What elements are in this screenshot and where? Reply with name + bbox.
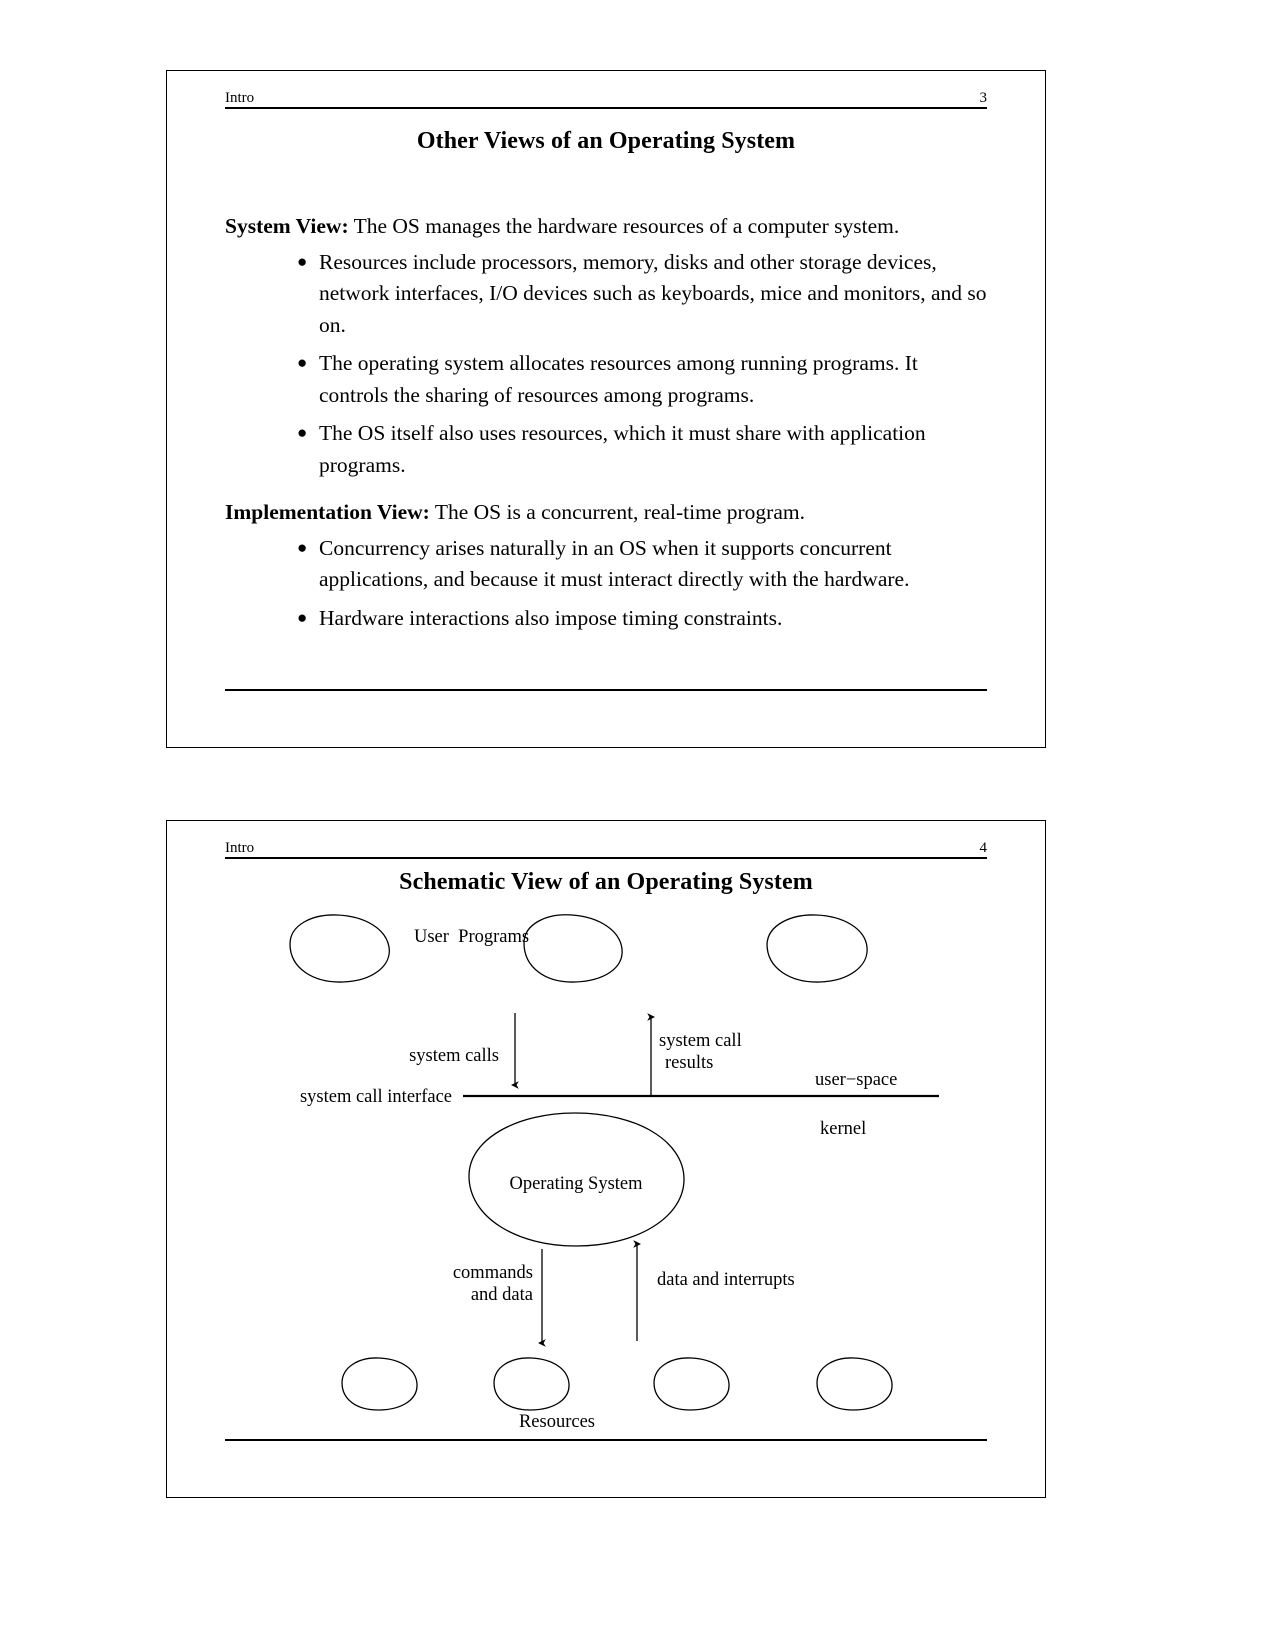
footer-rule <box>225 689 987 692</box>
bullet-dot-icon: ● <box>297 353 308 372</box>
list-item-text: Concurrency arises naturally in an OS wh… <box>319 535 910 592</box>
user-programs-label: User Programs <box>414 927 530 947</box>
header-rule <box>225 106 987 109</box>
header-page-number: 4 <box>979 840 988 856</box>
list-item-text: The operating system allocates resources… <box>319 351 918 407</box>
system-call-results-label-line2: results <box>665 1053 714 1073</box>
resource-ellipse-1 <box>341 1357 418 1411</box>
user-program-ellipse-1 <box>289 914 390 983</box>
slide-4-header: Intro 4 <box>225 835 987 859</box>
bullet-dot-icon: ● <box>297 423 308 442</box>
bullet-dot-icon: ● <box>297 537 308 557</box>
implementation-view-label: Implementation View: <box>225 500 430 524</box>
resource-ellipse-3 <box>653 1357 730 1411</box>
implementation-view-text: The OS is a concurrent, real-time progra… <box>434 500 805 524</box>
system-view-text: The OS manages the hardware resources of… <box>353 214 900 238</box>
list-item-text: The OS itself also uses resources, which… <box>319 421 926 477</box>
slide-3: Intro 3 Other Views of an Operating Syst… <box>166 70 1046 748</box>
slide-3-body: System View: The OS manages the hardware… <box>225 211 991 641</box>
slide-4: Intro 4 Schematic View of an Operating S… <box>166 820 1046 1498</box>
footer-rule <box>225 1439 987 1442</box>
system-call-interface-label: system call interface <box>299 1087 452 1107</box>
system-calls-label: system calls <box>409 1046 499 1066</box>
resources-label: Resources <box>518 1412 596 1432</box>
user-space-label: user−space <box>815 1070 898 1090</box>
system-call-results-label-line1: system call <box>659 1031 742 1051</box>
kernel-label: kernel <box>820 1119 867 1139</box>
data-and-interrupts-label: data and interrupts <box>657 1270 795 1290</box>
list-item-text: Resources include processors, memory, di… <box>319 249 987 337</box>
bullet-dot-icon: ● <box>297 251 308 271</box>
slide-3-title: Other Views of an Operating System <box>416 128 796 154</box>
slide-3-header: Intro 3 <box>225 85 987 109</box>
implementation-view-bullet-list: ● Concurrency arises naturally in an OS … <box>225 533 991 635</box>
header-rule <box>225 856 987 859</box>
system-view-label: System View: <box>225 214 349 238</box>
diagram-canvas <box>289 914 939 1411</box>
header-left-label: Intro <box>225 840 255 856</box>
user-program-ellipse-2 <box>523 914 623 983</box>
system-view-bullet-list: ● Resources include processors, memory, … <box>225 247 991 482</box>
header-page-number: 3 <box>979 90 988 106</box>
operating-system-ellipse <box>468 1112 685 1247</box>
bullet-dot-icon: ● <box>297 607 308 627</box>
resource-ellipse-2 <box>493 1357 570 1411</box>
list-item: ● The operating system allocates resourc… <box>297 348 991 411</box>
resource-ellipse-4 <box>816 1357 893 1411</box>
list-item: ● Hardware interactions also impose timi… <box>297 603 991 635</box>
list-item-text: Hardware interactions also impose timing… <box>319 605 783 630</box>
user-program-shapes <box>289 914 868 983</box>
list-item: ● Resources include processors, memory, … <box>297 247 991 342</box>
system-view-lead: System View: The OS manages the hardware… <box>225 211 991 243</box>
resource-shapes <box>341 1357 893 1411</box>
commands-and-data-label-line2: and data <box>470 1285 533 1305</box>
slide-4-title: Schematic View of an Operating System <box>399 869 813 895</box>
os-schematic-diagram: User Programs system calls system call r… <box>167 821 1047 1499</box>
commands-and-data-label-line1: commands <box>452 1263 533 1283</box>
user-program-ellipse-3 <box>766 914 868 983</box>
list-item: ● Concurrency arises naturally in an OS … <box>297 533 991 596</box>
implementation-view-lead: Implementation View: The OS is a concurr… <box>225 497 991 529</box>
list-item: ● The OS itself also uses resources, whi… <box>297 418 991 481</box>
header-left-label: Intro <box>225 90 255 106</box>
operating-system-label: Operating System <box>509 1174 643 1194</box>
